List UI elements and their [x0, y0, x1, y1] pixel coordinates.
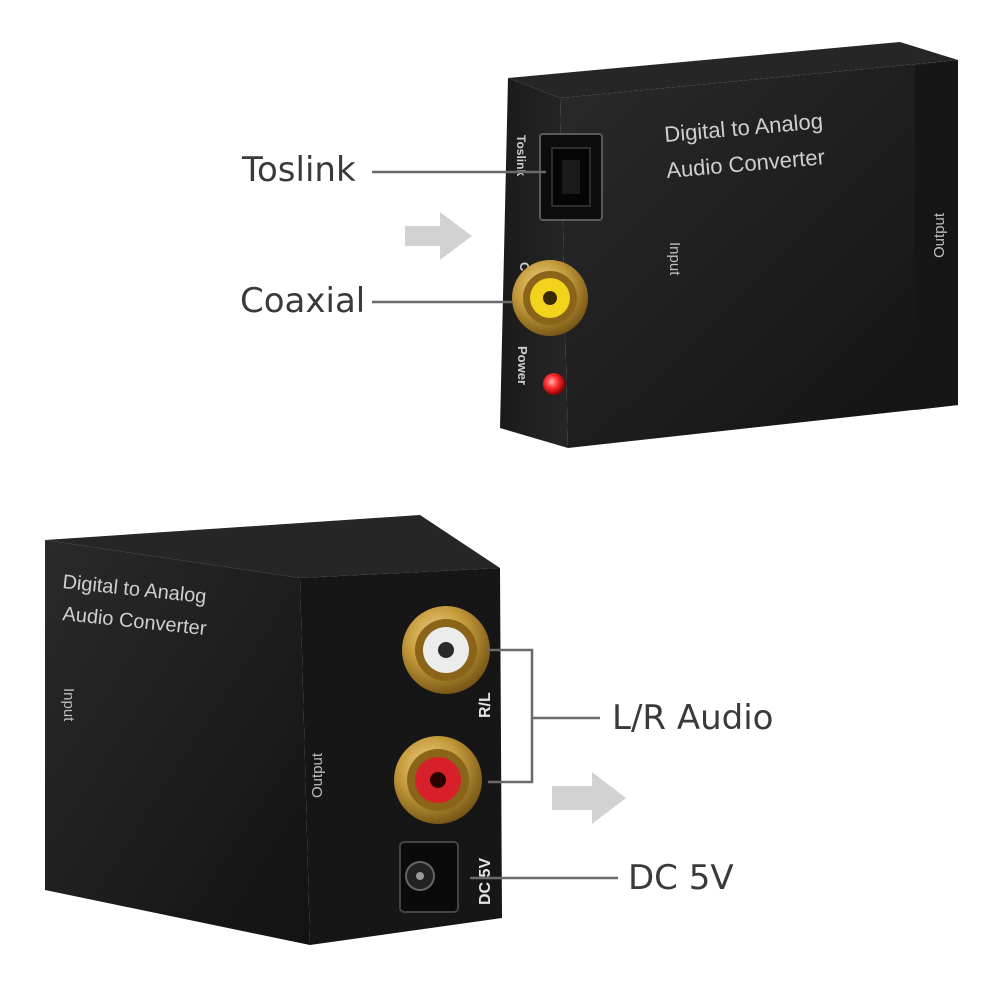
audio-left-port	[394, 736, 482, 824]
arrow-right-icon	[405, 212, 472, 260]
bottom-device-dc-label: DC 5V	[477, 858, 494, 905]
bottom-device-rl-label: R/L	[477, 692, 494, 718]
top-device-toslink-port-label: Toslink	[514, 135, 528, 176]
top-device-input-label: Input	[666, 242, 683, 276]
dc5v-callout-label: DC 5V	[628, 858, 734, 898]
dc-power-jack	[399, 841, 459, 913]
coaxial-port	[512, 260, 588, 336]
top-device-coax-port-label: C	[517, 262, 532, 272]
audio-right-port	[402, 606, 490, 694]
bottom-device-input-label: Input	[60, 688, 77, 722]
bottom-device-output-label: Output	[309, 752, 326, 798]
lr-audio-callout-bracket	[488, 648, 534, 784]
top-device-output-label: Output	[931, 212, 948, 258]
toslink-callout-label: Toslink	[242, 150, 356, 190]
bottom-device-lid	[45, 515, 500, 578]
power-led	[543, 373, 565, 395]
bottom-converter-device: Digital to Analog Audio Converter Input …	[45, 515, 502, 945]
lr-audio-callout-label: L/R Audio	[612, 698, 774, 738]
top-converter-device: Digital to Analog Audio Converter Input …	[500, 42, 958, 448]
top-device-front-face	[560, 60, 958, 448]
arrow-right-icon	[552, 772, 626, 824]
coaxial-callout-label: Coaxial	[240, 281, 366, 321]
bottom-device-front-face	[45, 540, 310, 945]
top-device-lid	[508, 42, 958, 98]
callout-lines	[372, 170, 618, 880]
top-device-right-edge	[915, 60, 958, 410]
toslink-port	[539, 133, 603, 221]
top-device-power-label: Power	[515, 346, 530, 385]
